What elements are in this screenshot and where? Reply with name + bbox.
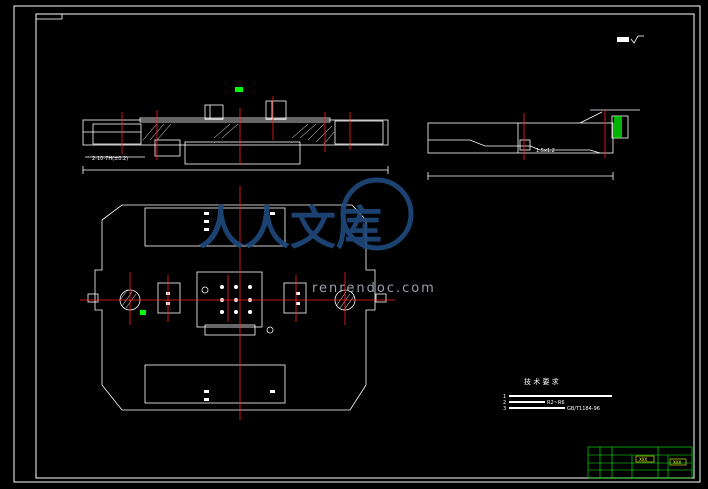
tech-item-3-num: 3 xyxy=(503,406,506,412)
corner-tag xyxy=(35,13,63,20)
plan-hatching xyxy=(119,291,355,311)
title-block-label-a-box xyxy=(635,455,655,463)
front-centerlines xyxy=(121,96,351,165)
tech-item-1-num: 1 xyxy=(503,394,506,400)
side-highlight xyxy=(614,116,622,138)
title-block-label-b: XXX xyxy=(673,460,681,465)
side-section-view xyxy=(427,109,640,180)
title-block xyxy=(587,446,693,479)
inner-frame xyxy=(35,13,695,479)
outer-frame xyxy=(13,5,701,483)
section-dimension-label: 1.5x1.2 xyxy=(536,148,555,154)
plan-holes xyxy=(166,212,300,401)
roughness-symbol xyxy=(617,35,644,44)
side-centerlines xyxy=(523,110,606,160)
watermark-logo: 人人文库 renrendoc.com xyxy=(198,177,436,296)
watermark-url: renrendoc.com xyxy=(312,281,436,296)
bottom-dimension-label: 2-10-7H(±0.2) xyxy=(92,156,128,162)
tech-requirements-title: 技 术 要 求 xyxy=(524,377,559,386)
title-block-label-b-box xyxy=(669,458,687,466)
tech-item-3-text: GB/T1184-96 xyxy=(567,406,600,412)
plan-green-marker xyxy=(140,310,146,315)
watermark-text: 人人文库 xyxy=(198,201,382,255)
green-marker xyxy=(235,87,243,92)
plan-centerlines xyxy=(80,186,395,420)
front-section-view xyxy=(82,100,389,174)
front-hatching xyxy=(142,123,335,145)
tech-item-2-text: R2~R6 xyxy=(547,400,565,406)
tech-requirements-lines xyxy=(509,395,612,409)
title-block-label-a: XXX xyxy=(639,457,647,462)
tech-item-2-num: 2 xyxy=(503,400,506,406)
